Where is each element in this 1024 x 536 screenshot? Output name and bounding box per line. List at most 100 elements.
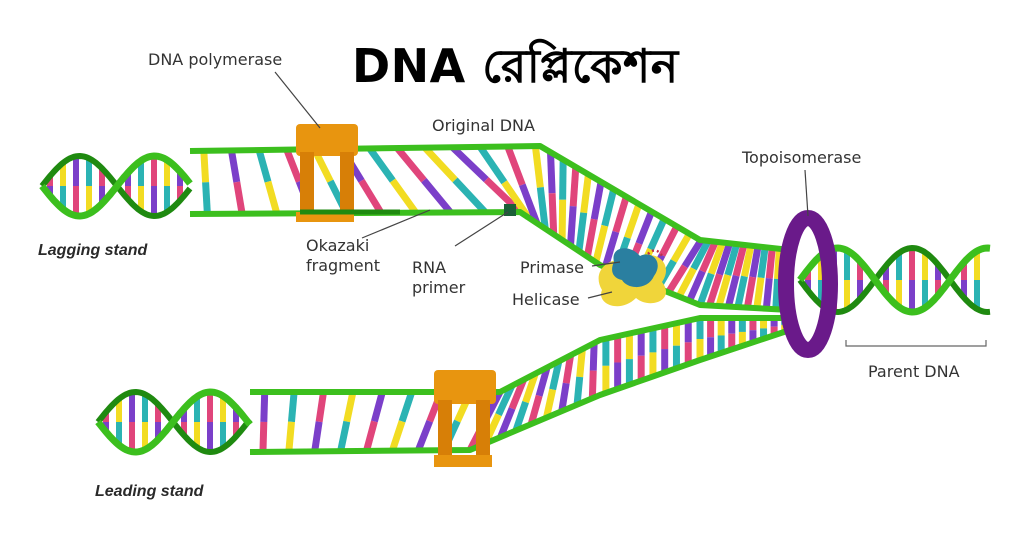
lower-duplex-base-pair	[287, 391, 298, 423]
lower-duplex-base-pair	[311, 421, 323, 452]
upper-duplex-base-pair	[624, 202, 643, 239]
lower-duplex-base-pair	[315, 391, 327, 423]
lower-duplex-base-pair	[535, 366, 551, 397]
upper-duplex-base-pair	[765, 247, 776, 279]
upper-duplex-base-pair	[635, 210, 655, 245]
leader-topoisomerase	[804, 169, 809, 217]
upper-duplex-base-pair	[422, 145, 458, 183]
lower-duplex-base-pair	[398, 390, 416, 423]
label-okazaki-2: fragment	[306, 256, 381, 275]
upper-duplex-base-pair	[601, 230, 620, 269]
lower-duplex-base-pair	[576, 348, 586, 378]
lower-duplex-base-pair	[259, 421, 268, 452]
upper-duplex-base-pair	[699, 240, 719, 273]
label-rna-1: RNA	[412, 258, 447, 277]
leader-okazaki	[361, 209, 431, 239]
dna-polymerase-lower-top	[434, 370, 496, 404]
lower-duplex-base-pair	[589, 342, 598, 371]
lower-duplex-base-pair	[588, 370, 597, 399]
upper-duplex-base-pair	[592, 224, 609, 264]
upper-duplex-base-pair	[358, 179, 385, 215]
upper-duplex-base-pair	[647, 217, 668, 251]
leader-helicase	[587, 291, 613, 299]
primase-rna-dots	[647, 249, 664, 257]
label-original-dna: Original DNA	[432, 116, 535, 135]
upper-duplex-base-pair	[658, 224, 680, 257]
upper-duplex-base-pair	[665, 264, 688, 295]
upper-duplex-base-pair	[394, 145, 427, 183]
upper-duplex-base-pair	[569, 166, 580, 207]
upper-duplex-base-pair	[536, 186, 549, 230]
label-dna-polymerase: DNA polymerase	[148, 50, 283, 69]
upper-duplex-base-pair	[716, 242, 733, 276]
upper-duplex-base-pair	[732, 244, 748, 277]
label-primase: Primase	[520, 258, 584, 277]
upper-duplex-base-pair	[762, 278, 773, 310]
upper-duplex-base-pair	[283, 148, 303, 183]
lower-duplex-base-pair	[522, 372, 539, 404]
upper-duplex-base-pair	[389, 178, 419, 215]
upper-duplex-base-pair	[558, 199, 567, 240]
upper-duplex-base-pair	[675, 267, 697, 299]
upper-duplex-base-pair	[477, 144, 508, 185]
upper-duplex-base-pair	[757, 246, 769, 279]
lower-duplex-base-pair	[285, 421, 295, 452]
upper-duplex-base-pair	[547, 152, 556, 194]
lower-duplex-base-pair	[558, 382, 570, 412]
upper-duplex-base-pair	[690, 239, 712, 271]
dna-polymerase-lower-leg	[438, 400, 452, 460]
upper-duplex-base-pair	[233, 181, 246, 215]
parent-dna-bracket	[845, 340, 987, 347]
lower-duplex-base-pair	[562, 354, 575, 384]
leader-rna-primer	[454, 211, 509, 247]
upper-duplex-base-pair	[743, 276, 757, 309]
dna-polymerase-upper-top	[296, 124, 358, 156]
upper-duplex-base-pair	[531, 145, 544, 188]
upper-duplex-base-pair	[559, 159, 567, 200]
upper-duplex-base-pair	[366, 146, 396, 183]
leader-primase	[591, 261, 621, 267]
upper-duplex-base-pair	[601, 188, 618, 227]
upper-duplex-base-pair	[575, 212, 588, 252]
upper-duplex-base-pair	[519, 183, 541, 225]
upper-duplex-base-pair	[715, 274, 732, 308]
lagging-helix-strand-front	[39, 152, 193, 220]
upper-duplex-base-pair	[452, 177, 488, 215]
lower-duplex-base-pair	[363, 420, 378, 452]
dna-polymerase-upper-leg	[340, 152, 354, 218]
upper-duplex-base-pair	[264, 180, 281, 215]
topoisomerase-ring	[778, 210, 838, 358]
label-okazaki-1: Okazaki	[306, 236, 370, 255]
lower-duplex-base-pair	[389, 420, 406, 452]
lower-duplex-strand	[249, 327, 791, 455]
upper-duplex-base-pair	[753, 277, 765, 309]
label-rna-2: primer	[412, 278, 466, 297]
dna-polymerase-upper-leg	[300, 152, 314, 218]
upper-duplex-base-pair	[200, 150, 210, 183]
lower-duplex-base-pair	[371, 391, 386, 423]
lower-duplex-base-pair	[549, 360, 563, 391]
rna-primer	[504, 204, 516, 216]
lower-duplex-base-pair	[343, 391, 357, 423]
upper-duplex-base-pair	[772, 278, 782, 310]
upper-duplex-base-pair	[590, 181, 605, 220]
lower-duplex-base-pair	[527, 394, 543, 426]
lower-duplex-base-pair	[573, 376, 584, 406]
lower-duplex-base-pair	[543, 388, 557, 419]
upper-duplex-base-pair	[707, 241, 726, 275]
upper-duplex-base-pair	[548, 193, 558, 235]
label-lagging-stand: Lagging stand	[38, 242, 148, 259]
upper-duplex-base-pair	[696, 272, 715, 307]
lower-duplex-base-pair	[497, 407, 516, 439]
label-parent-dna: Parent DNA	[868, 362, 960, 381]
upper-duplex-base-pair	[227, 149, 241, 183]
dna-polymerase-lower-leg	[476, 400, 490, 460]
lower-duplex-strand	[250, 315, 790, 395]
dna-polymerase-upper-base	[296, 212, 354, 222]
upper-duplex-base-pair	[202, 182, 211, 215]
upper-duplex-strand	[189, 143, 791, 253]
leading-helix-strand-front	[95, 388, 253, 456]
upper-duplex-base-pair	[612, 195, 630, 233]
upper-duplex-base-pair	[774, 248, 783, 280]
